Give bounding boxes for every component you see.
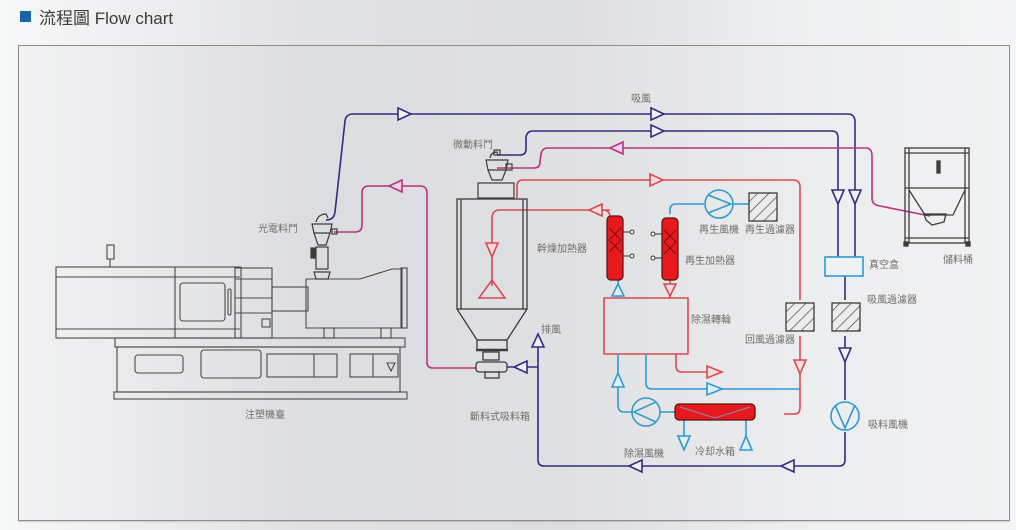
arrow-up-icon	[738, 433, 754, 451]
arrow-right-icon	[706, 364, 725, 380]
arrow-up-icon	[530, 332, 546, 348]
label-regen-blower: 再生風機	[699, 223, 739, 236]
section-header: 流程圖 Flow chart	[20, 5, 174, 28]
label-suction-air: 吸風	[631, 93, 651, 105]
suction-line-top	[325, 113, 856, 258]
regen-heater-icon	[650, 217, 679, 281]
diffuser-cone-icon	[477, 278, 507, 299]
label-micro-hopper: 微動料鬥	[453, 138, 493, 151]
dryer-hopper-icon	[456, 198, 528, 379]
arrow-down-icon	[676, 435, 692, 453]
arrow-left-icon	[512, 359, 528, 375]
suction-filter-icon	[831, 302, 861, 332]
label-dehumid-rotor: 除濕轉輪	[691, 313, 731, 326]
arrow-up-icon	[610, 282, 626, 297]
vacuum-box	[824, 256, 864, 277]
label-cutoff-hopper: 斷料式吸料箱	[470, 410, 530, 423]
cooling-line-tank-drain	[683, 418, 747, 440]
label-drying-heater: 幹燥加熱器	[537, 242, 587, 255]
label-storage-bin: 儲料桶	[943, 253, 973, 266]
cooling-line-rotor-out	[645, 354, 800, 390]
material-line-storage	[497, 147, 931, 217]
arrow-right-icon	[397, 106, 413, 122]
injection-machine-icon	[55, 244, 408, 400]
cooling-tank-icon	[674, 403, 756, 421]
arrow-right-icon	[650, 123, 666, 139]
hot-air-line-exhaust	[675, 354, 720, 373]
arrow-down-icon	[830, 189, 846, 207]
label-suction-blower: 吸料風機	[868, 418, 908, 431]
suction-line-bottom	[537, 345, 846, 467]
cooling-line-blower	[617, 354, 676, 413]
label-dehumid-blower: 除濕風機	[624, 447, 664, 460]
arrow-left-icon	[779, 458, 795, 474]
arrow-right-icon	[649, 172, 665, 188]
arrow-up-icon	[610, 370, 626, 388]
micro-hopper-icon	[477, 149, 515, 199]
label-vacuum-box: 真空盒	[869, 258, 899, 271]
arrow-right-icon	[706, 381, 725, 397]
label-suction-filter: 吸風過濾器	[867, 293, 917, 306]
label-cooling-tank: 冷却水箱	[695, 445, 735, 458]
page-title: 流程圖 Flow chart	[39, 8, 174, 28]
label-return-filter: 回風過濾器	[745, 333, 795, 346]
arrow-left-icon	[387, 178, 403, 194]
arrow-down-icon	[792, 359, 808, 377]
arrow-left-icon	[627, 458, 643, 474]
regen-filter-icon	[748, 192, 778, 222]
storage-bin-icon	[903, 147, 971, 247]
label-exhaust: 排風	[541, 323, 561, 336]
label-injection-machine: 注塑機臺	[245, 408, 285, 421]
regen-blower-icon	[704, 189, 734, 219]
arrow-left-icon	[587, 202, 603, 218]
drying-heater-icon	[606, 215, 635, 281]
arrow-right-icon	[650, 106, 666, 122]
dehumidifier-rotor	[603, 297, 689, 355]
cooling-line-regen	[669, 203, 750, 214]
photo-hopper-icon	[310, 213, 338, 280]
arrow-left-icon	[608, 140, 624, 156]
arrow-down-icon	[662, 283, 678, 298]
label-photo-hopper: 光電料鬥	[258, 222, 298, 235]
header-marker-icon	[20, 10, 31, 22]
label-regen-filter: 再生過濾器	[745, 223, 795, 236]
label-regen-heater: 再生加熱器	[685, 254, 735, 267]
suction-blower-icon	[830, 401, 860, 431]
arrow-down-icon	[837, 347, 853, 365]
dehumid-blower-icon	[631, 397, 661, 427]
arrow-down-icon	[847, 189, 863, 207]
return-filter-icon	[785, 302, 815, 332]
arrow-down-icon	[484, 242, 500, 260]
suction-line-second	[497, 130, 839, 258]
